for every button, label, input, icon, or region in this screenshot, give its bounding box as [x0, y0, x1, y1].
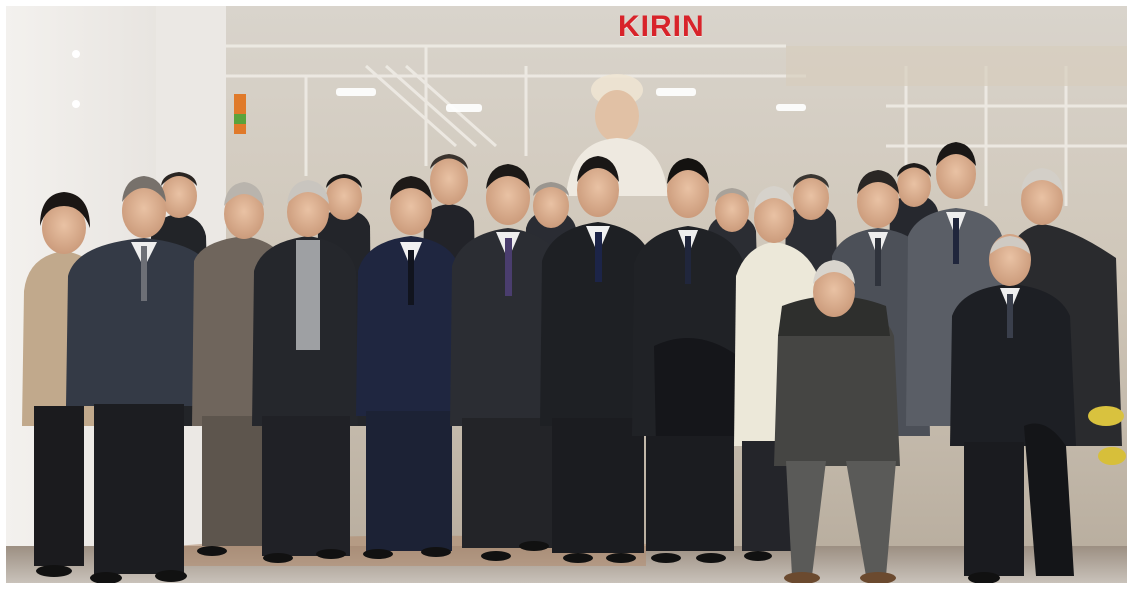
ceiling-light — [72, 100, 80, 108]
person — [252, 180, 358, 563]
factory-structures — [226, 44, 1127, 206]
person — [950, 234, 1076, 583]
ceiling-light — [72, 50, 80, 58]
kirin-sign: KIRIN — [618, 10, 705, 43]
middle-row — [22, 142, 1122, 583]
person — [356, 176, 462, 559]
person — [540, 156, 654, 563]
person — [774, 260, 900, 583]
person — [66, 176, 216, 583]
front-row — [774, 234, 1076, 583]
group-photo: KIRIN — [6, 6, 1127, 583]
person — [632, 158, 746, 563]
person — [450, 164, 564, 561]
factory-lights — [336, 88, 806, 112]
upper-deck — [786, 46, 1127, 86]
photo-scene — [6, 6, 1127, 583]
yellow-bowls — [1088, 406, 1126, 465]
